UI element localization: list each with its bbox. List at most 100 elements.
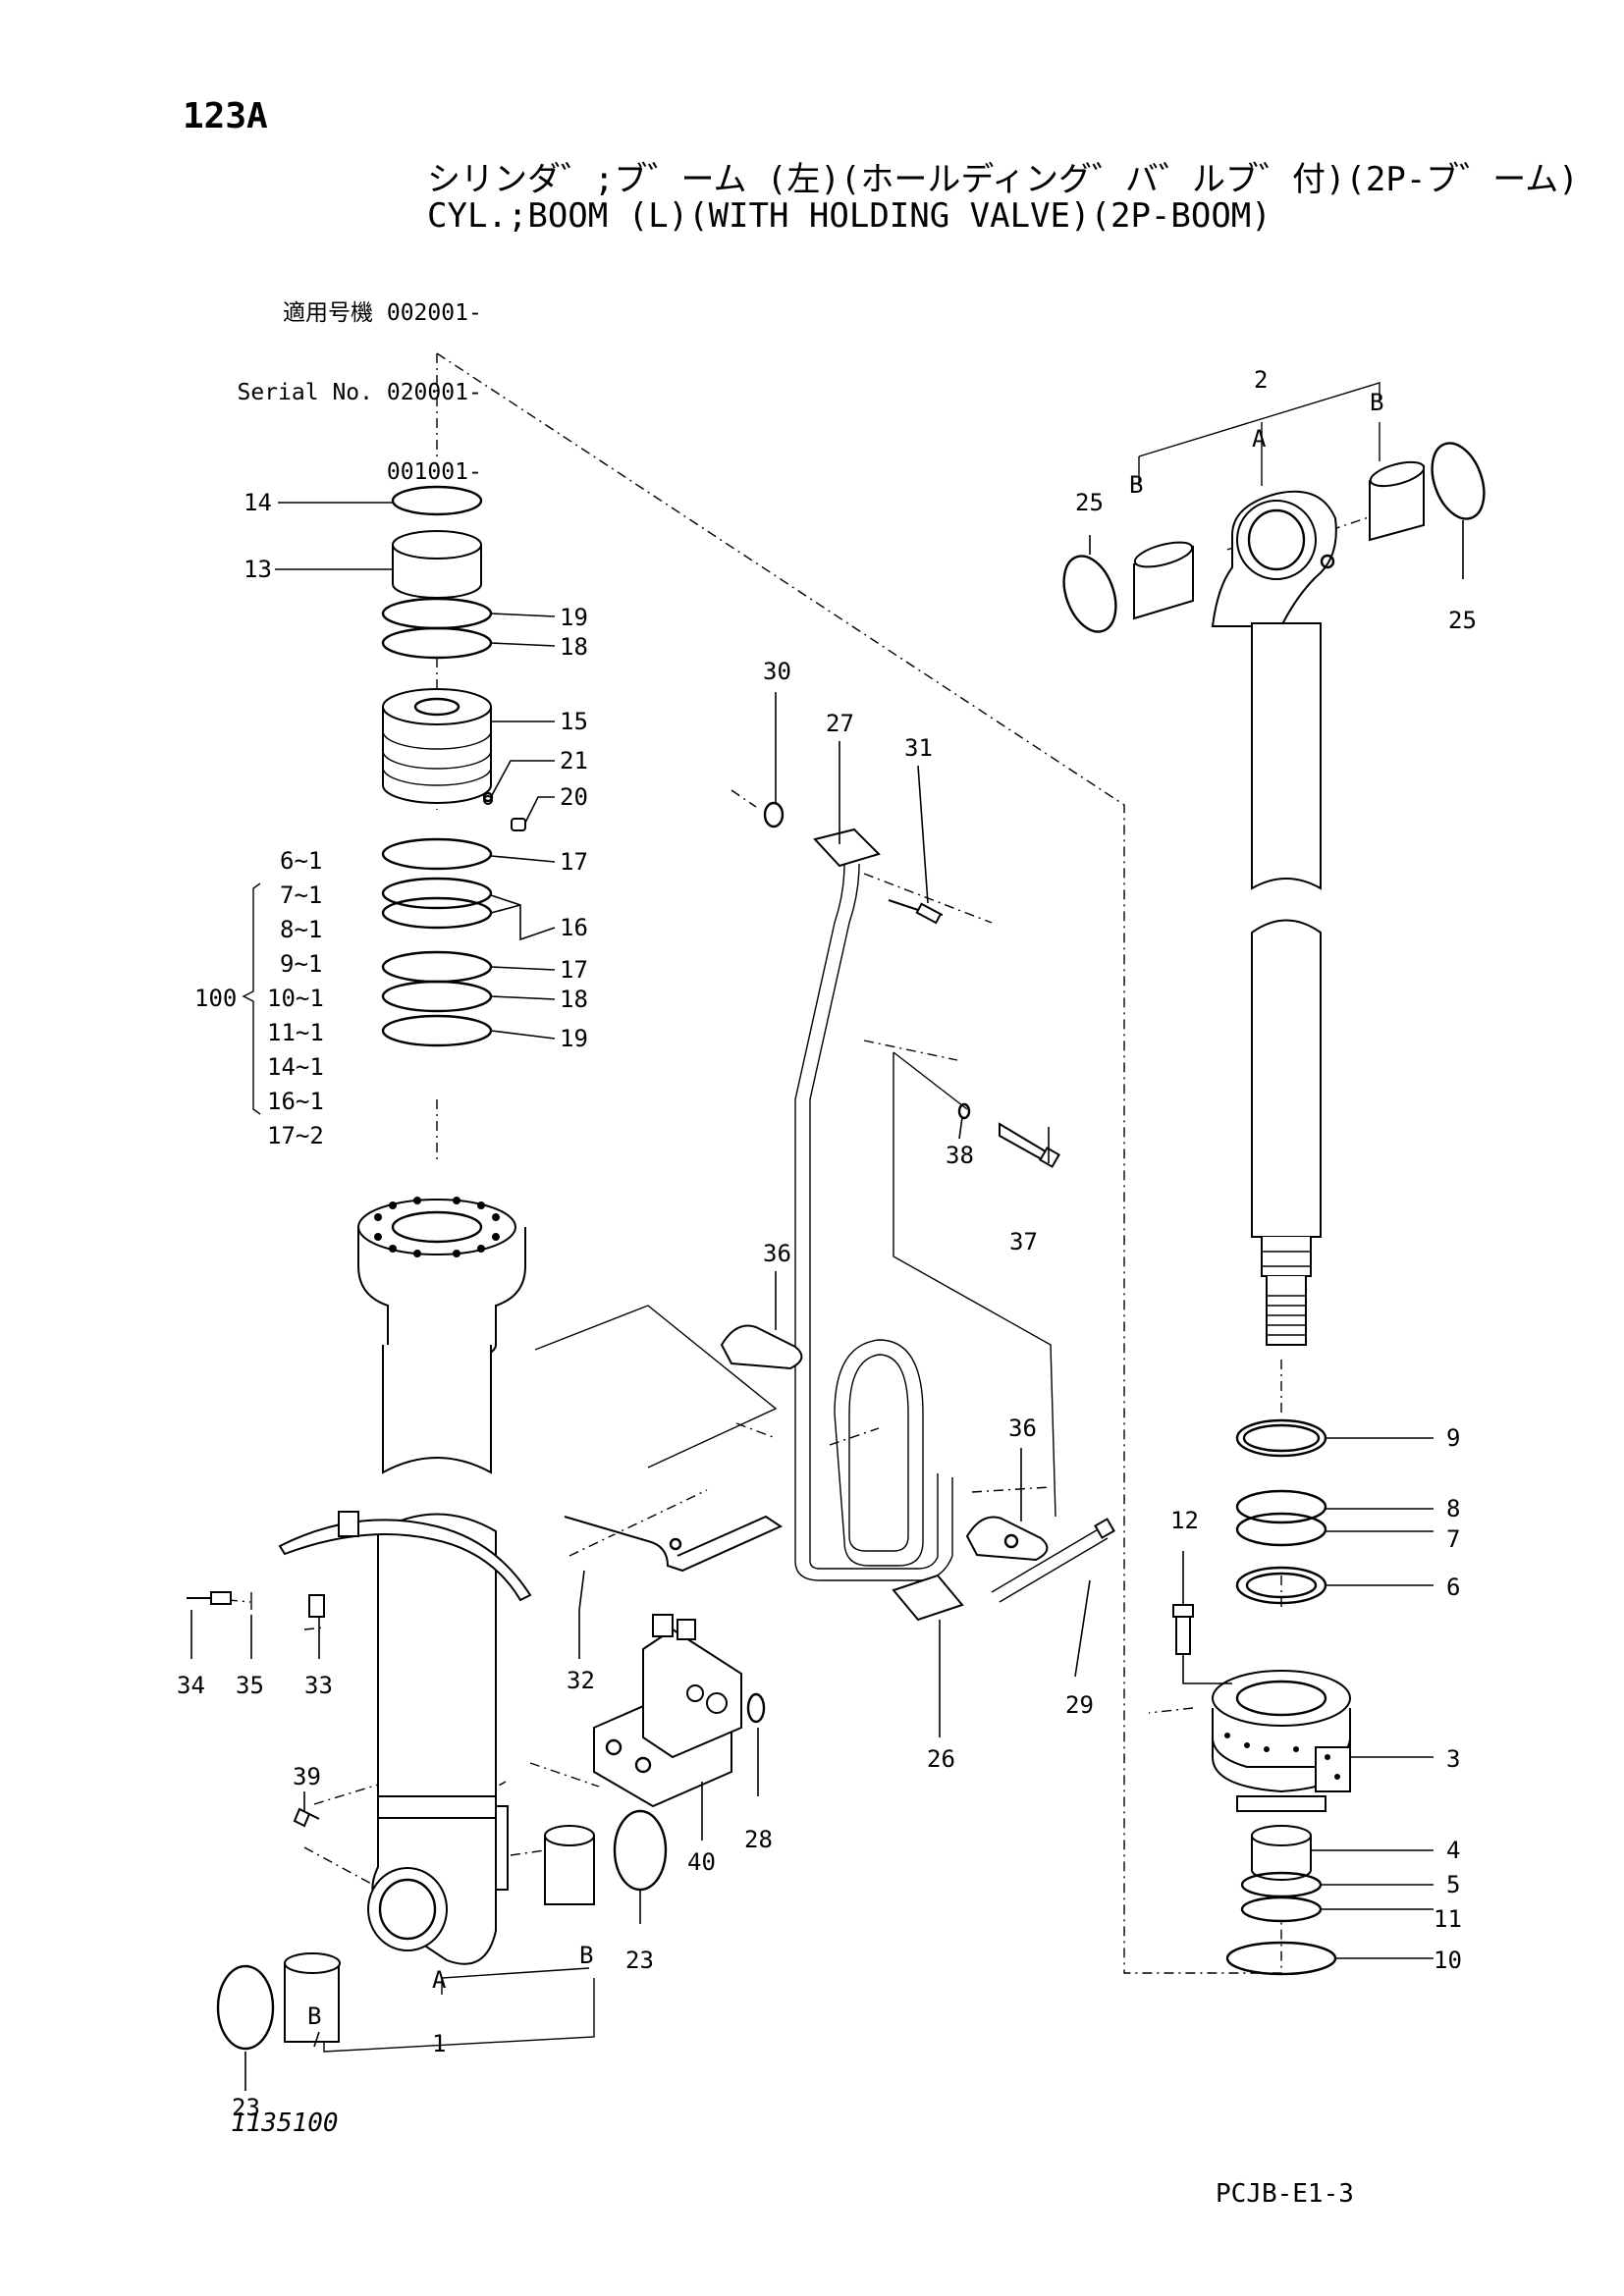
callout-11: 11 bbox=[1434, 1905, 1462, 1933]
serial-2: 020001- bbox=[386, 380, 482, 405]
kit-number: 100 bbox=[194, 985, 237, 1012]
callout-23-mid: 23 bbox=[625, 1947, 654, 1974]
title-english: CYL.;BOOM (L)(WITH HOLDING VALVE)(2P-BOO… bbox=[427, 196, 1272, 236]
callout-19-b: 19 bbox=[560, 1025, 588, 1052]
kit-item-2: 7~1 bbox=[280, 881, 322, 909]
seal-18 bbox=[381, 980, 493, 1013]
serial-block: 適用号機 002001- Serial No. 020001- 001001- bbox=[177, 247, 482, 512]
dust-seal-25-left bbox=[1062, 555, 1117, 633]
serial-label: Serial No. bbox=[237, 380, 373, 405]
flange-27 bbox=[813, 828, 881, 868]
callout-16: 16 bbox=[560, 914, 588, 941]
right-rod-column bbox=[1062, 442, 1486, 1976]
seal-17a bbox=[381, 837, 493, 871]
seal-16b bbox=[381, 896, 493, 930]
callout-4: 4 bbox=[1446, 1837, 1460, 1864]
callout-33: 33 bbox=[304, 1672, 333, 1699]
oring-28 bbox=[746, 1692, 766, 1724]
leader-lines bbox=[190, 502, 1464, 2091]
kit-item-9: 17~2 bbox=[267, 1122, 324, 1149]
label-b-left: B bbox=[307, 2002, 321, 2030]
callout-20: 20 bbox=[560, 783, 588, 811]
kit-item-4: 9~1 bbox=[280, 950, 322, 978]
bushing-4 bbox=[1251, 1836, 1312, 1881]
callout-3: 3 bbox=[1446, 1745, 1460, 1773]
left-exploded-column bbox=[357, 485, 526, 1965]
rod-upper bbox=[1251, 622, 1322, 890]
clamp-36-left bbox=[720, 1324, 803, 1370]
callout-30: 30 bbox=[763, 658, 791, 685]
callout-7: 7 bbox=[1446, 1525, 1460, 1553]
callout-36-left: 36 bbox=[763, 1240, 791, 1267]
callout-5: 5 bbox=[1446, 1871, 1460, 1898]
kit-item-6: 11~1 bbox=[267, 1019, 324, 1046]
washer-38 bbox=[957, 1102, 971, 1120]
callout-2: 2 bbox=[1254, 366, 1268, 394]
clamp-32 bbox=[564, 1515, 784, 1573]
callout-17-a: 17 bbox=[560, 848, 588, 876]
callout-8: 8 bbox=[1446, 1495, 1460, 1522]
callout-12: 12 bbox=[1170, 1507, 1199, 1534]
callout-10: 10 bbox=[1434, 1947, 1462, 1974]
barrel-upper bbox=[382, 1345, 492, 1474]
callout-27: 27 bbox=[826, 710, 854, 737]
callout-18-top: 18 bbox=[560, 633, 588, 661]
rod-lower bbox=[1251, 919, 1322, 1238]
label-a-barrel: A bbox=[432, 1966, 447, 1994]
callout-21: 21 bbox=[560, 747, 588, 774]
seal-16a bbox=[381, 877, 493, 910]
ring-19-top bbox=[381, 597, 493, 630]
callout-19-top: 19 bbox=[560, 604, 588, 631]
holding-valve-40 bbox=[593, 1614, 742, 1808]
flange-26 bbox=[892, 1574, 964, 1622]
callout-29: 29 bbox=[1065, 1691, 1094, 1719]
kit-item-3: 8~1 bbox=[280, 916, 322, 943]
kit-item-5: 10~1 bbox=[267, 985, 324, 1012]
callout-23-left: 23 bbox=[232, 2094, 260, 2121]
callout-18-b: 18 bbox=[560, 986, 588, 1013]
dust-seal-25-right bbox=[1431, 442, 1486, 520]
callout-31: 31 bbox=[904, 734, 933, 762]
callout-39: 39 bbox=[293, 1763, 321, 1790]
ring-18-top bbox=[381, 626, 493, 660]
kit-item-7: 14~1 bbox=[267, 1053, 324, 1081]
callout-1: 1 bbox=[432, 2030, 446, 2057]
clamp-33 bbox=[278, 1519, 532, 1602]
kit-item-1: 6~1 bbox=[280, 847, 322, 875]
ball-21 bbox=[482, 791, 494, 803]
serial-1: 002001- bbox=[386, 300, 482, 326]
callout-17-b: 17 bbox=[560, 956, 588, 984]
dust-seal-23-left bbox=[216, 1964, 275, 2051]
page-number: 123A bbox=[183, 96, 268, 136]
bolt-34 bbox=[187, 1591, 232, 1605]
ring-11 bbox=[1240, 1896, 1323, 1923]
callout-6: 6 bbox=[1446, 1574, 1460, 1601]
callout-9: 9 bbox=[1446, 1424, 1460, 1452]
ring-7 bbox=[1235, 1512, 1327, 1547]
callout-15: 15 bbox=[560, 708, 588, 735]
callout-40: 40 bbox=[687, 1848, 716, 1876]
callout-28: 28 bbox=[744, 1826, 773, 1853]
callout-26: 26 bbox=[927, 1745, 955, 1773]
oring-30 bbox=[763, 801, 785, 828]
figure-number: 1135100 bbox=[231, 2109, 339, 2138]
serial-3: 001001- bbox=[386, 459, 482, 485]
label-b-mid: B bbox=[579, 1942, 593, 1969]
applicable-label: 適用号機 bbox=[283, 300, 373, 326]
callout-25-right: 25 bbox=[1448, 607, 1477, 634]
label-b-rod-left: B bbox=[1129, 471, 1143, 499]
label-a-rod: A bbox=[1252, 425, 1267, 453]
callout-25-left: 25 bbox=[1075, 489, 1104, 516]
seal-17b bbox=[381, 950, 493, 984]
callout-14: 14 bbox=[244, 489, 272, 516]
cylinder-head-15 bbox=[382, 707, 492, 804]
page-code: PCJB-E1-3 bbox=[1216, 2179, 1354, 2209]
callout-38: 38 bbox=[946, 1142, 974, 1169]
ring-8 bbox=[1235, 1489, 1327, 1524]
ring-14 bbox=[391, 485, 483, 516]
clamp-assembly bbox=[187, 1511, 784, 1618]
callout-35: 35 bbox=[236, 1672, 264, 1699]
callout-37: 37 bbox=[1009, 1228, 1038, 1255]
callout-34: 34 bbox=[177, 1672, 205, 1699]
